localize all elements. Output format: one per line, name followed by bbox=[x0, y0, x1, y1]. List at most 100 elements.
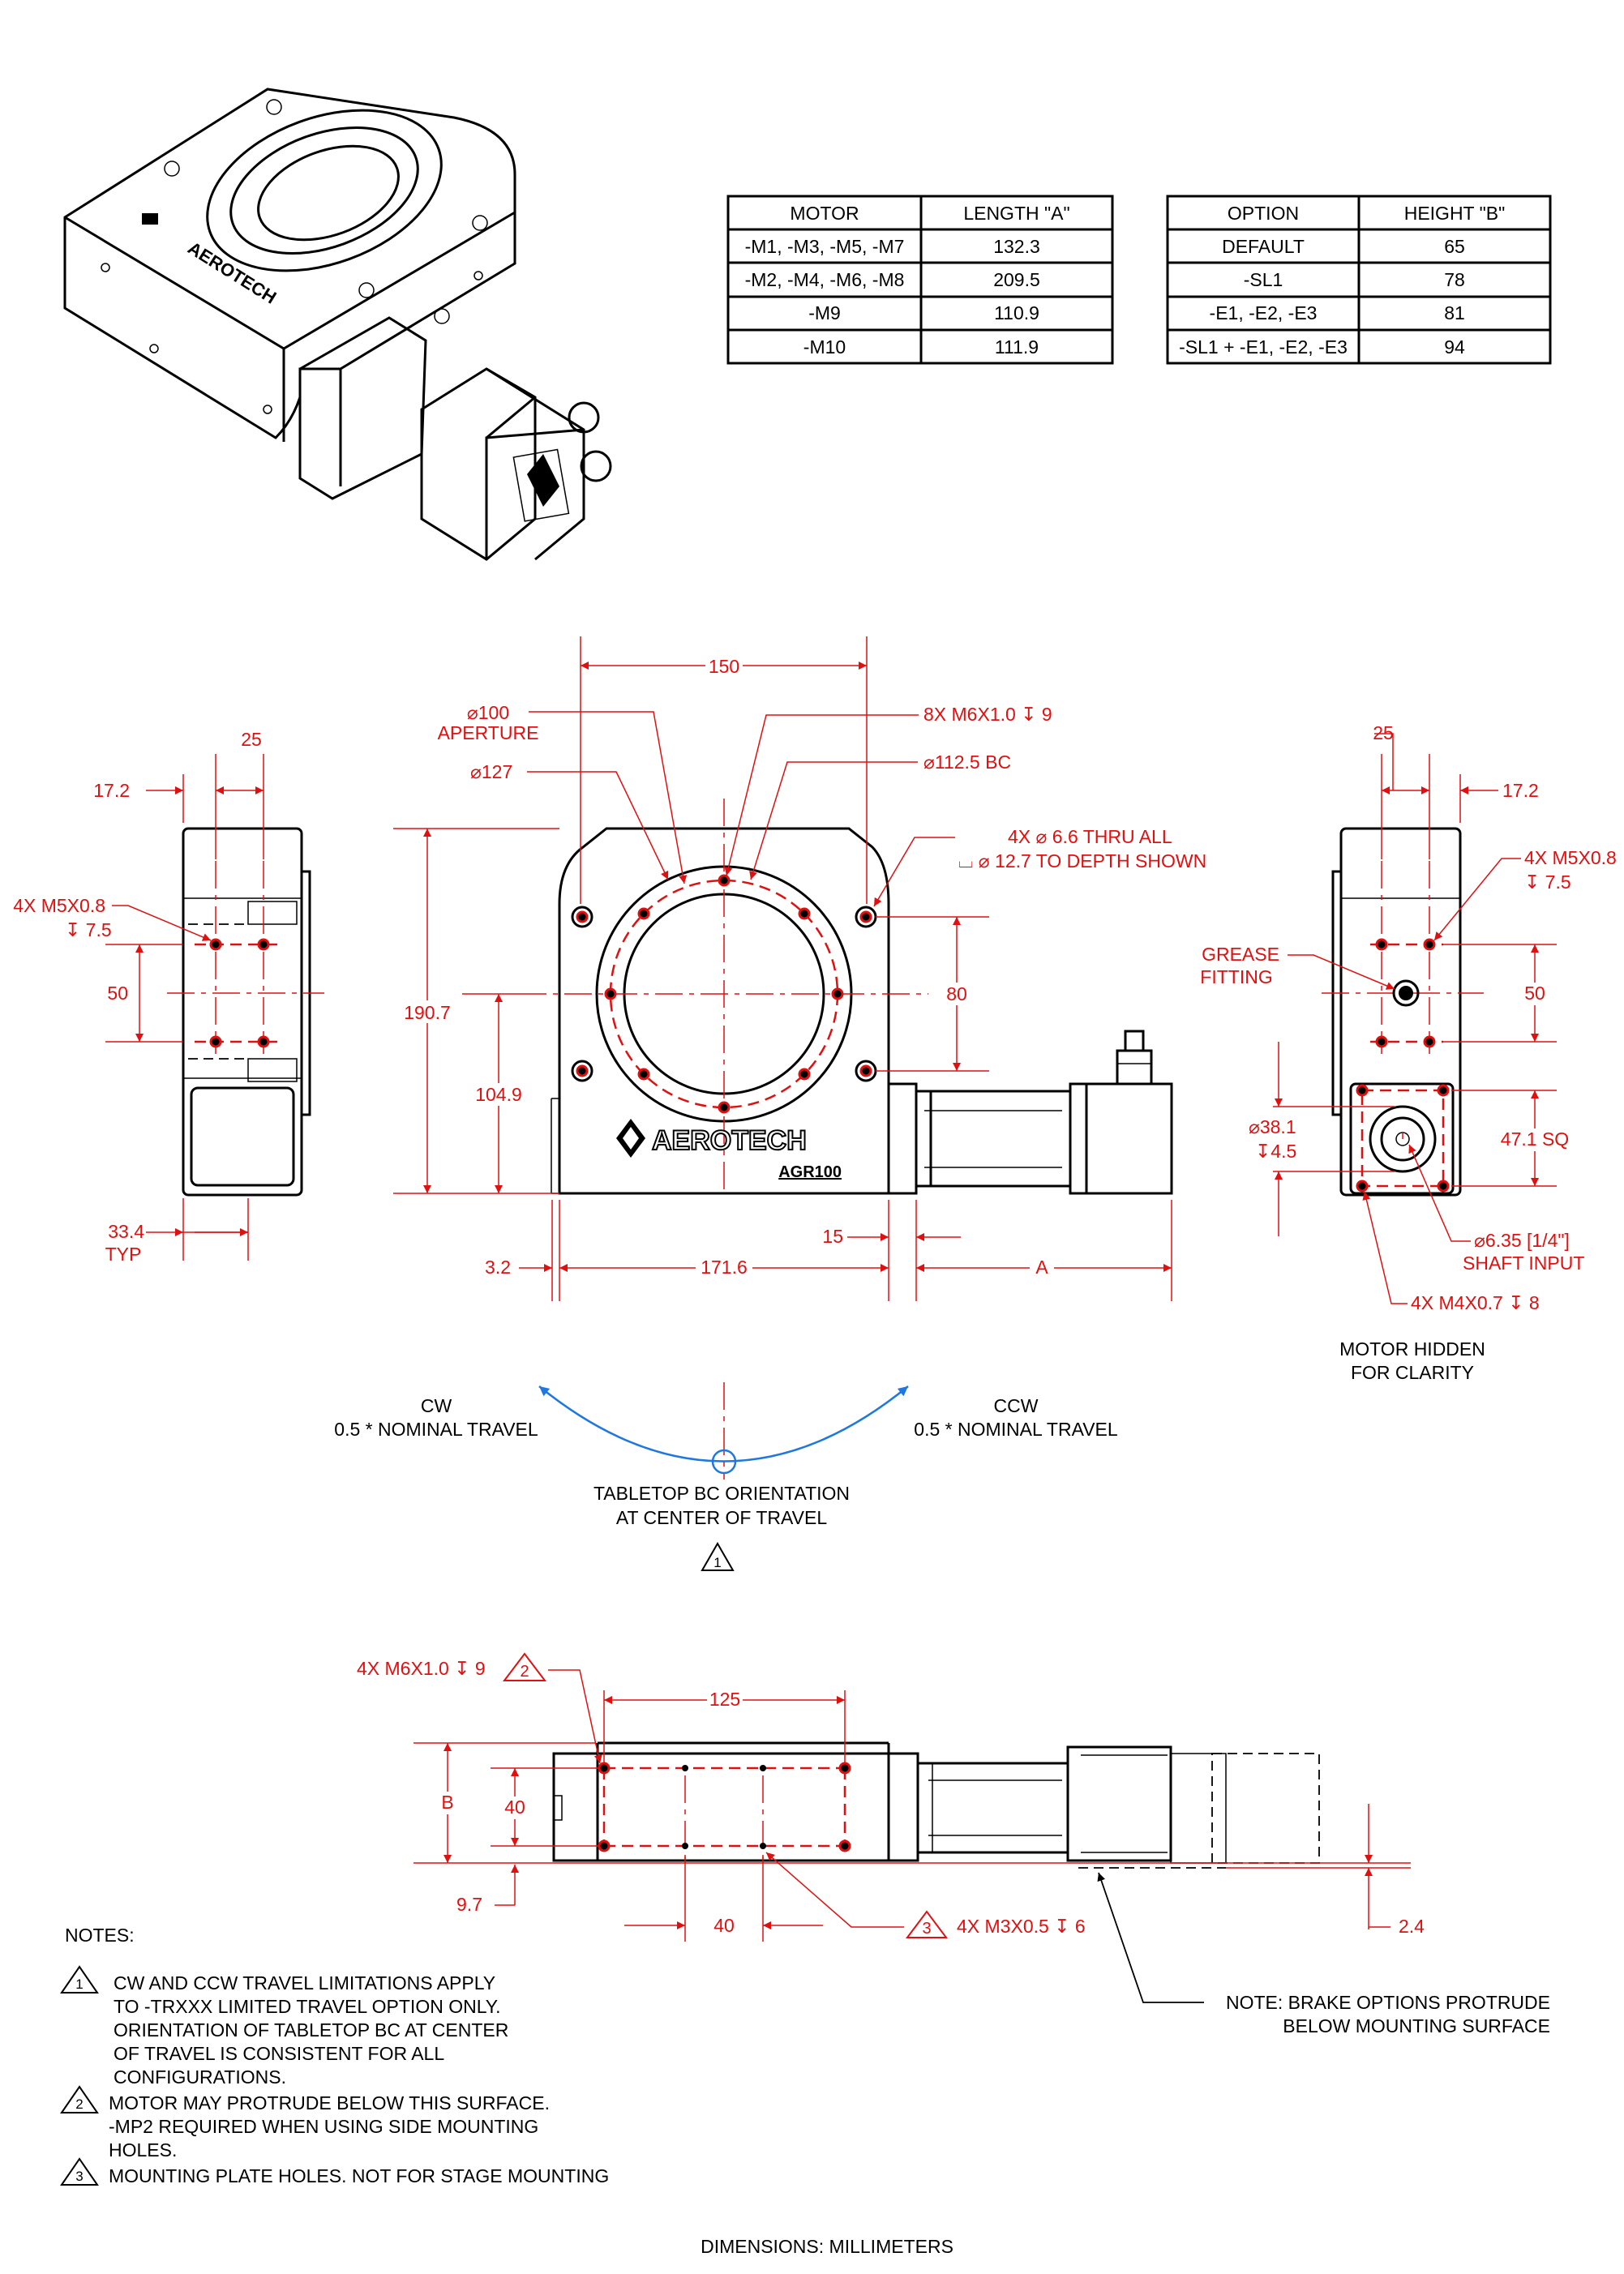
motor-table-cell: 132.3 bbox=[993, 236, 1040, 257]
bottom-tap-label: 4X M6X1.0 ↧ 9 bbox=[357, 1658, 486, 1679]
note-1-line: CONFIGURATIONS. bbox=[114, 2066, 286, 2088]
option-table-cell: 94 bbox=[1444, 336, 1465, 358]
note-flag-1: 1 bbox=[713, 1555, 721, 1570]
brake-note: NOTE: BRAKE OPTIONS PROTRUDE bbox=[1226, 1992, 1550, 2013]
dim-80: 80 bbox=[946, 983, 967, 1004]
front-view: AEROTECH AGR100 150 ⌀100 APERTURE ⌀127 8… bbox=[393, 636, 1206, 1301]
notes-title: NOTES: bbox=[65, 1925, 135, 1946]
left-dim-17-2: 17.2 bbox=[93, 780, 130, 801]
left-tap-label: 4X M5X0.8 bbox=[13, 895, 105, 916]
right-dim-17-2: 17.2 bbox=[1502, 780, 1539, 801]
note-2-flag: 2 bbox=[75, 2096, 83, 2112]
right-dim-50: 50 bbox=[1524, 983, 1545, 1004]
left-tap-depth: ↧ 7.5 bbox=[65, 919, 112, 940]
option-height-table: OPTION HEIGHT "B" DEFAULT 65 -SL1 78 -E1… bbox=[1166, 195, 1552, 365]
option-table-cell: -SL1 + -E1, -E2, -E3 bbox=[1179, 336, 1348, 358]
motor-table-cell: 209.5 bbox=[993, 269, 1040, 290]
left-side-view: 25 17.2 4X M5X0.8 ↧ 7.5 50 33.4 TYP bbox=[13, 729, 324, 1265]
right-tap-depth: ↧ 7.5 bbox=[1524, 871, 1571, 893]
note-2-line: MOTOR MAY PROTRUDE BELOW THIS SURFACE. bbox=[109, 2092, 550, 2113]
right-tap-label: 4X M5X0.8 bbox=[1524, 847, 1617, 868]
dim-3-2: 3.2 bbox=[485, 1257, 511, 1278]
notes-block: NOTES: 1 CW AND CCW TRAVEL LIMITATIONS A… bbox=[60, 1925, 609, 2186]
bottom-view: 4X M6X1.0 ↧ 9 2 125 B 40 9.7 40 3 4X M3X… bbox=[357, 1652, 1550, 2036]
left-dim-25: 25 bbox=[241, 729, 262, 750]
motor-table-header: LENGTH "A" bbox=[963, 203, 1069, 224]
aperture-label: APERTURE bbox=[438, 722, 539, 743]
aerotech-logo: AEROTECH AGR100 bbox=[616, 1119, 842, 1181]
motor-table-cell: -M10 bbox=[803, 336, 846, 358]
dim-125: 125 bbox=[709, 1689, 740, 1710]
travel-diagram: CW 0.5 * NOMINAL TRAVEL CCW 0.5 * NOMINA… bbox=[334, 1382, 1118, 1571]
brake-note-2: BELOW MOUNTING SURFACE bbox=[1283, 2015, 1550, 2036]
option-table-cell: 65 bbox=[1444, 236, 1465, 257]
thru-holes-label: 4X ⌀ 6.6 THRU ALL bbox=[1008, 826, 1172, 847]
note-1-line: OF TRAVEL IS CONSISTENT FOR ALL bbox=[114, 2043, 444, 2064]
dim-190-7: 190.7 bbox=[404, 1002, 451, 1023]
note-flag-2: 2 bbox=[520, 1663, 529, 1681]
note-1-line: ORIENTATION OF TABLETOP BC AT CENTER bbox=[114, 2019, 508, 2041]
option-table-cell: 81 bbox=[1444, 302, 1465, 323]
note-1-line: CW AND CCW TRAVEL LIMITATIONS APPLY bbox=[114, 1972, 495, 1993]
option-table-cell: 78 bbox=[1444, 269, 1465, 290]
note-3-line: MOUNTING PLATE HOLES. NOT FOR STAGE MOUN… bbox=[109, 2165, 609, 2186]
motor-tap-label: 4X M4X0.7 ↧ 8 bbox=[1411, 1292, 1540, 1313]
motor-table-cell: -M1, -M3, -M5, -M7 bbox=[745, 236, 905, 257]
motor-length-table: MOTOR LENGTH "A" -M1, -M3, -M5, -M7 132.… bbox=[726, 195, 1114, 365]
left-dim-50: 50 bbox=[107, 983, 128, 1004]
right-side-view: 25 17.2 4X M5X0.8 ↧ 7.5 GREASE FITTING 5… bbox=[1200, 722, 1617, 1383]
note-1-flag: 1 bbox=[75, 1976, 83, 1992]
option-table-header: OPTION bbox=[1228, 203, 1299, 224]
plate-tap-label: 4X M3X0.5 ↧ 6 bbox=[957, 1916, 1086, 1937]
tapped-holes-label: 8X M6X1.0 ↧ 9 bbox=[923, 704, 1052, 725]
note-3-flag: 3 bbox=[75, 2169, 83, 2184]
note-2-line: -MP2 REQUIRED WHEN USING SIDE MOUNTING bbox=[109, 2116, 538, 2137]
grease-label-2: FITTING bbox=[1200, 966, 1272, 987]
left-typ: TYP bbox=[105, 1244, 142, 1265]
ccw-label: CCW bbox=[994, 1395, 1039, 1416]
cw-label: CW bbox=[421, 1395, 452, 1416]
orientation-label-2: AT CENTER OF TRAVEL bbox=[616, 1507, 827, 1528]
dim-length-a: A bbox=[1035, 1257, 1048, 1278]
motor-table-cell: 110.9 bbox=[994, 302, 1039, 323]
motor-hidden-caption: MOTOR HIDDEN bbox=[1339, 1338, 1485, 1360]
dim-150: 150 bbox=[709, 656, 739, 677]
option-table-cell: DEFAULT bbox=[1222, 236, 1305, 257]
motor-table-cell: -M9 bbox=[808, 302, 841, 323]
dim-171-6: 171.6 bbox=[701, 1257, 748, 1278]
note-1-line: TO -TRXXX LIMITED TRAVEL OPTION ONLY. bbox=[114, 1996, 501, 2017]
cw-travel: 0.5 * NOMINAL TRAVEL bbox=[334, 1419, 538, 1440]
dim-40-vertical: 40 bbox=[504, 1797, 525, 1818]
note-2-line: HOLES. bbox=[109, 2139, 177, 2161]
orientation-label: TABLETOP BC ORIENTATION bbox=[593, 1483, 850, 1504]
counterbore-label: ⌴ ⌀ 12.7 TO DEPTH SHOWN bbox=[958, 850, 1206, 871]
dia-127: ⌀127 bbox=[470, 761, 512, 782]
left-dim-33-4: 33.4 bbox=[108, 1221, 144, 1242]
option-table-cell: -E1, -E2, -E3 bbox=[1210, 302, 1318, 323]
option-table-header: HEIGHT "B" bbox=[1404, 203, 1506, 224]
dim-height-b: B bbox=[441, 1792, 453, 1813]
brand-logo-text: AEROTECH bbox=[652, 1125, 807, 1156]
pilot-depth: ↧4.5 bbox=[1255, 1141, 1296, 1162]
units-footer: DIMENSIONS: MILLIMETERS bbox=[701, 2236, 953, 2257]
motor-table-cell: 111.9 bbox=[995, 336, 1039, 358]
isometric-view: AEROTECH bbox=[63, 88, 612, 561]
dim-2-4: 2.4 bbox=[1399, 1916, 1425, 1937]
motor-table-cell: -M2, -M4, -M6, -M8 bbox=[745, 269, 905, 290]
motor-square: 47.1 SQ bbox=[1501, 1128, 1569, 1150]
shaft-diameter: ⌀6.35 [1/4"] bbox=[1474, 1230, 1570, 1251]
right-dim-25: 25 bbox=[1373, 722, 1394, 743]
model-number: AGR100 bbox=[778, 1163, 842, 1181]
dim-104-9: 104.9 bbox=[475, 1084, 522, 1105]
grease-label: GREASE bbox=[1202, 944, 1279, 965]
pilot-diameter: ⌀38.1 bbox=[1249, 1116, 1296, 1137]
dim-15: 15 bbox=[822, 1226, 843, 1247]
motor-table-header: MOTOR bbox=[790, 203, 859, 224]
shaft-input: SHAFT INPUT bbox=[1463, 1253, 1584, 1274]
dim-9-7: 9.7 bbox=[456, 1894, 482, 1915]
motor-hidden-caption-2: FOR CLARITY bbox=[1351, 1362, 1474, 1383]
dim-40-horizontal: 40 bbox=[713, 1915, 735, 1936]
bolt-circle-label: ⌀112.5 BC bbox=[923, 752, 1011, 773]
ccw-travel: 0.5 * NOMINAL TRAVEL bbox=[914, 1419, 1118, 1440]
